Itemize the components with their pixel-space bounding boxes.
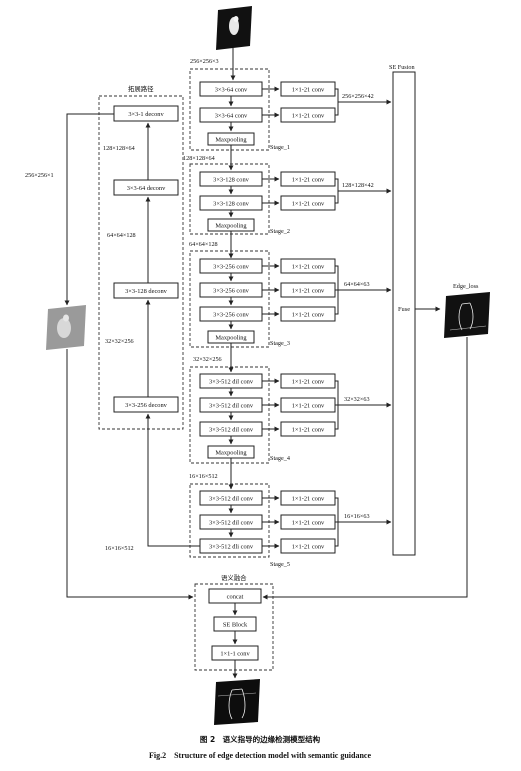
side-conv-s2b: 1×1-21 conv <box>292 201 325 208</box>
semantic-fusion-label: 语义融合 <box>221 573 247 582</box>
exp2-size: 64×64×128 <box>107 232 136 239</box>
side4-size: 32×32×63 <box>344 396 370 403</box>
side-conv-s3b: 1×1-21 conv <box>292 288 325 295</box>
side-conv-s5a: 1×1-21 conv <box>292 496 325 503</box>
s1-conv1-label: 3×3-64 conv <box>215 87 248 94</box>
edge-loss-image <box>444 292 490 338</box>
s1-out-size: 128×128×64 <box>183 155 215 162</box>
side-conv-s4b: 1×1-21 conv <box>292 403 325 410</box>
s4-maxpool-label: Maxpooling <box>215 450 247 457</box>
stage2-group <box>189 163 270 235</box>
output-edge-image <box>214 679 260 725</box>
side-conv-s3c: 1×1-21 conv <box>292 312 325 319</box>
deconv-1-label: 3×3-1 deconv <box>128 111 164 118</box>
side-conv-s1b: 1×1-21 conv <box>292 113 325 120</box>
edge-loss-label: Edge_loss <box>453 283 479 290</box>
side2-size: 128×128×42 <box>342 182 374 189</box>
stage1-label: Stage_1 <box>270 144 290 151</box>
stage5-group <box>189 483 270 558</box>
s3-conv1-label: 3×3-256 conv <box>213 264 250 271</box>
s2-conv1-label: 3×3-128 conv <box>213 177 250 184</box>
deconv-64-box <box>113 179 179 196</box>
s3-maxpool-label: Maxpooling <box>215 335 247 342</box>
deconv-256-box <box>113 396 179 413</box>
s2-conv2-label: 3×3-128 conv <box>213 201 250 208</box>
s5-conv2-label: 3×3-512 dil conv <box>209 520 254 527</box>
s4-conv1-label: 3×3-512 dil conv <box>209 379 254 386</box>
exp4-size: 16×16×512 <box>105 545 134 552</box>
s1-conv2-label: 3×3-64 conv <box>215 113 248 120</box>
s4-conv2-label: 3×3-512 dil conv <box>209 403 254 410</box>
caption-cn: 图 2 语义指导的边缘检测模型结构 <box>200 734 321 744</box>
stage3-group <box>189 250 270 348</box>
concat-label: concat <box>227 594 244 601</box>
stage5-label: Stage_5 <box>270 561 290 568</box>
deconv-128-label: 3×3-128 deconv <box>125 288 168 295</box>
stage4-label: Stage_4 <box>270 455 290 462</box>
side5-size: 16×16×63 <box>344 513 370 520</box>
stage2-label: Stage_2 <box>270 228 290 235</box>
input-size-label: 256×256×3 <box>190 58 219 65</box>
deconv-128-box <box>113 282 179 299</box>
fuse-box <box>392 71 416 556</box>
side-conv-s4c: 1×1-21 conv <box>292 427 325 434</box>
side-conv-s1a: 1×1-21 conv <box>292 87 325 94</box>
skip-size: 256×256×1 <box>25 172 54 179</box>
stage4-group <box>189 366 270 464</box>
s4-conv3-label: 3×3-512 dil conv <box>209 427 254 434</box>
side-conv-s5b: 1×1-21 conv <box>292 520 325 527</box>
s1-maxpool-label: Maxpooling <box>215 137 247 144</box>
semantic-map-image <box>46 305 86 350</box>
side-conv-s2a: 1×1-21 conv <box>292 177 325 184</box>
s3-conv3-label: 3×3-256 conv <box>213 312 250 319</box>
side3-size: 64×64×63 <box>344 281 370 288</box>
side-convs: 1×1-21 conv 1×1-21 conv 256×256×42 1×1-2… <box>262 81 392 554</box>
exp3-size: 32×32×256 <box>105 338 134 345</box>
side-conv-s3a: 1×1-21 conv <box>292 264 325 271</box>
input-image <box>216 6 252 50</box>
caption-en: Fig.2 Structure of edge detection model … <box>149 751 371 760</box>
side1-size: 256×256×42 <box>342 93 374 100</box>
s2-out-size: 64×64×128 <box>189 241 218 248</box>
fuse-label: Fuse <box>398 306 410 313</box>
conv-1x1-label: 1×1-1 conv <box>220 651 250 658</box>
s3-conv2-label: 3×3-256 conv <box>213 288 250 295</box>
se-block-label: SE Block <box>223 622 248 629</box>
s4-out-size: 16×16×512 <box>189 473 218 480</box>
s5-conv1-label: 3×3-512 dil conv <box>209 496 254 503</box>
deconv-256-label: 3×3-256 deconv <box>125 402 168 409</box>
s5-conv3-label: 3×3-512 dli conv <box>209 544 254 551</box>
side-conv-s4a: 1×1-21 conv <box>292 379 325 386</box>
expand-path-label: 拓展路径 <box>128 84 154 93</box>
s3-out-size: 32×32×256 <box>193 356 222 363</box>
exp1-size: 128×128×64 <box>103 145 135 152</box>
side-conv-s5c: 1×1-21 conv <box>292 544 325 551</box>
se-fusion-label: SE Fusion <box>389 64 415 71</box>
semantic-fusion-group <box>194 583 274 671</box>
s2-maxpool-label: Maxpooling <box>215 223 247 230</box>
stage3-label: Stage_3 <box>270 340 290 347</box>
expand-path-group <box>98 95 184 430</box>
deconv-64-label: 3×3-64 deconv <box>127 185 166 192</box>
